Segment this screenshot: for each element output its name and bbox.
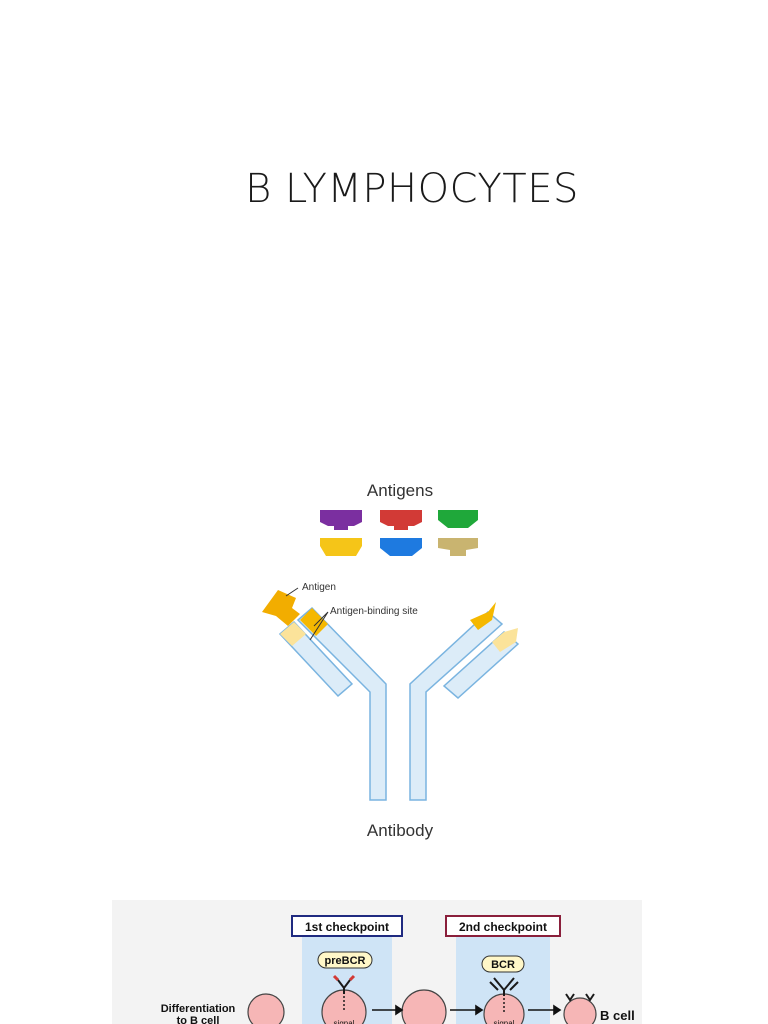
antibody-shape — [278, 602, 520, 801]
prebcr-receptor — [337, 979, 351, 994]
checkpoint1-label: 1st checkpoint — [305, 920, 389, 934]
binding-site-leader — [309, 611, 329, 641]
differentiation-line1: Differentiation — [161, 1003, 236, 1015]
antigen-blue — [380, 538, 422, 556]
antigen-yellow — [320, 538, 362, 556]
checkpoint1-box — [291, 915, 403, 937]
bcr-label: BCR — [491, 959, 515, 971]
flow-arrows — [372, 1004, 562, 1016]
binding-site-label: Antigen-binding site — [330, 606, 418, 617]
signal-label-1: signal — [334, 1019, 355, 1024]
antigen-tan — [438, 538, 478, 556]
antigen-green — [438, 510, 478, 528]
slide-title: B LYMPHOCYTES — [0, 166, 768, 212]
antibody-footer: Antibody — [367, 821, 434, 840]
bcr-pill — [481, 955, 525, 973]
bcell-label: B cell — [600, 1008, 635, 1023]
signal-label-2: signal — [494, 1019, 515, 1024]
cell-3 — [401, 989, 447, 1024]
antigens-heading: Antigens — [367, 481, 433, 500]
antigen-leader — [285, 587, 299, 597]
antigen-purple — [320, 510, 362, 530]
prebcr-pill — [317, 951, 373, 969]
differentiation-line2: to B cell — [177, 1015, 220, 1024]
slide-title-text: B LYMPHOCYTES — [245, 166, 579, 212]
antigen-red — [380, 510, 422, 530]
antigen-label: Antigen — [302, 582, 336, 593]
cell-bcell — [563, 997, 597, 1024]
checkpoint2-label: 2nd checkpoint — [459, 920, 547, 934]
prebcr-label: preBCR — [325, 955, 366, 967]
bcr-receptor — [489, 977, 519, 996]
checkpoint2-box — [445, 915, 561, 937]
prebcr-receptor-tips — [332, 974, 356, 982]
bcell-receptors — [565, 993, 595, 1002]
cell-1 — [247, 993, 285, 1024]
bound-antigen — [262, 590, 300, 626]
